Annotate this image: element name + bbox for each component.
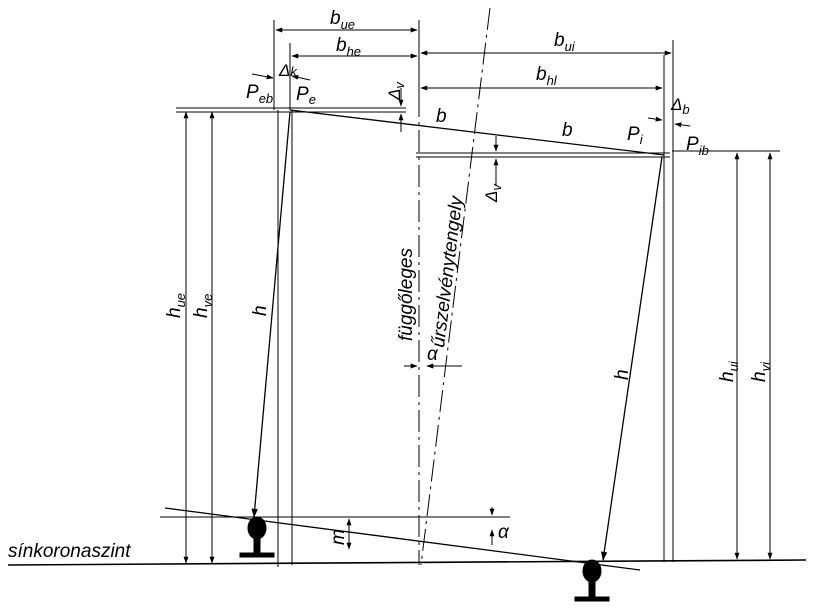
labels: bue bhe bui bhl Δk Δb Δv Δv Peb Pe Pi Pi… — [8, 8, 773, 562]
label-rail-level: sínkoronaszint — [8, 541, 131, 562]
label-profile-axis: űrszelvénytengely — [428, 194, 468, 349]
label-p-ib: Pib — [686, 134, 709, 158]
label-delta-v-top: Δv — [385, 81, 407, 101]
label-b-left: b — [436, 106, 447, 127]
label-h-right: h — [612, 369, 633, 380]
label-b-ue: bue — [330, 8, 355, 32]
label-p-e: Pe — [296, 84, 316, 107]
label-b-ui: bui — [554, 30, 576, 54]
label-vertical-axis: függőleges — [396, 248, 417, 341]
label-h-ue: hue — [164, 293, 188, 318]
label-b-right: b — [562, 120, 573, 141]
label-delta-b: Δb — [670, 95, 690, 117]
label-p-eb: Peb — [246, 82, 273, 106]
label-h-ve: hve — [191, 294, 215, 318]
profile-axis — [420, 7, 491, 566]
label-h-left: h — [250, 305, 271, 316]
label-b-hl: bhl — [536, 64, 558, 88]
label-b-he: bhe — [336, 35, 361, 59]
label-m: m — [328, 529, 349, 545]
label-h-vi: hvi — [749, 361, 773, 382]
dim-delta-b — [647, 116, 691, 128]
dim-delta-k — [251, 73, 311, 81]
label-alpha-low: α — [498, 522, 510, 543]
right-extension-lines — [663, 40, 674, 562]
label-p-i: Pi — [627, 124, 644, 147]
label-h-ui: hui — [717, 360, 741, 382]
left-rail-icon — [239, 516, 275, 558]
label-delta-k: Δk — [278, 61, 298, 80]
tilted-rail-line — [160, 507, 641, 571]
slanted-chord-b — [289, 109, 665, 156]
left-extension-lines — [273, 20, 420, 567]
label-delta-v-mid: Δv — [482, 183, 504, 203]
label-alpha-mid: α — [427, 344, 439, 365]
h-lines — [251, 111, 663, 561]
right-rail-icon — [574, 559, 610, 602]
